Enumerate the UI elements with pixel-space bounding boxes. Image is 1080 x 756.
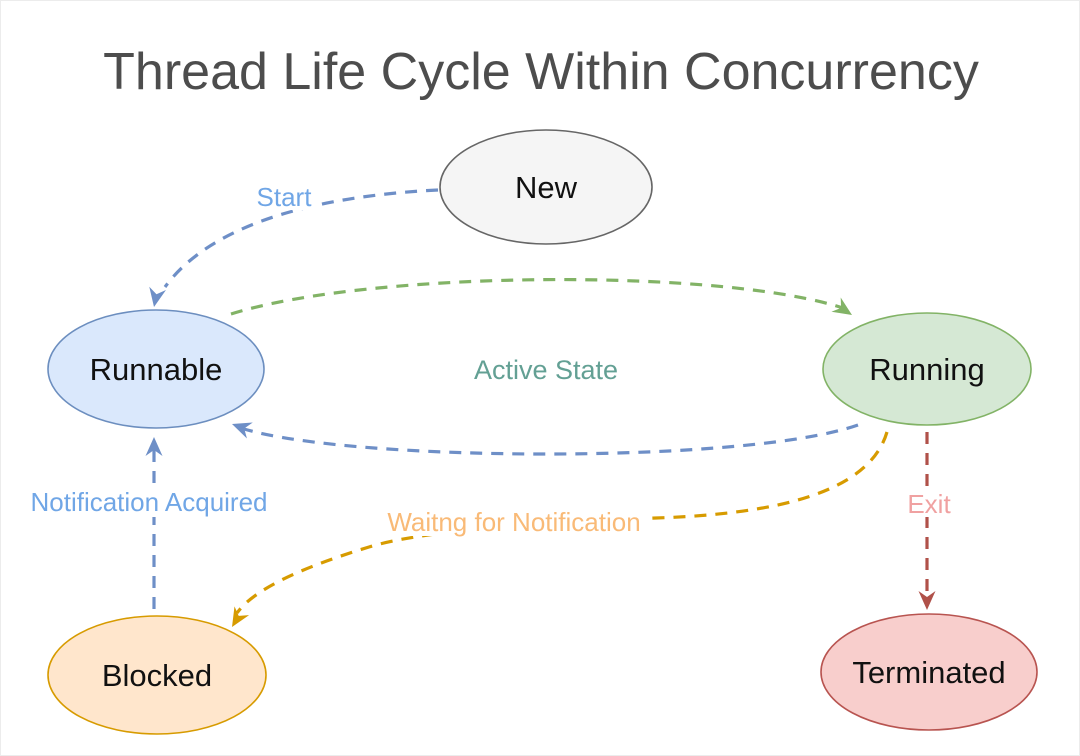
node-blocked-label: Blocked [102,658,212,693]
edge-start-path [163,188,439,288]
edge-running-to-runnable-arrowhead [232,422,253,439]
edge-waiting-for-notification-arrowhead [232,606,250,627]
edge-waiting-for-notification-label-bg [384,506,644,536]
node-running-ellipse [822,312,1032,426]
edge-exit-arrowhead [918,591,936,610]
node-runnable: Runnable [47,309,265,429]
edge-start-arrowhead [149,286,166,307]
node-terminated-label: Terminated [852,655,1005,690]
edge-notification-acquired-label: Notification Acquired [30,487,267,517]
node-running: Running [822,312,1032,426]
node-terminated-ellipse [820,613,1038,731]
node-runnable-label: Runnable [90,352,223,387]
node-new: New [439,129,653,245]
edge-notification-acquired-arrowhead [145,437,163,456]
edge-exit-label-bg [902,490,957,517]
edge-active-state-path [230,278,847,316]
diagram-title: Thread Life Cycle Within Concurrency [103,43,979,101]
node-runnable-ellipse [47,309,265,429]
node-blocked: Blocked [47,615,267,735]
edge-active-state-arrowhead [831,297,852,315]
node-new-ellipse [439,129,653,245]
node-new-label: New [515,170,578,205]
edge-active-state-label: Active State [474,355,618,385]
edge-start-label: Start [257,182,313,212]
edge-notification-acquired-label-bg [27,489,277,517]
edge-waiting-for-notification-label: Waitng for Notification [387,507,640,537]
edge-exit-label: Exit [907,489,951,519]
edge-running-to-runnable-path [243,423,859,456]
edge-start-label-bg [253,183,315,210]
node-terminated: Terminated [820,613,1038,731]
node-running-label: Running [869,352,984,387]
node-blocked-ellipse [47,615,267,735]
